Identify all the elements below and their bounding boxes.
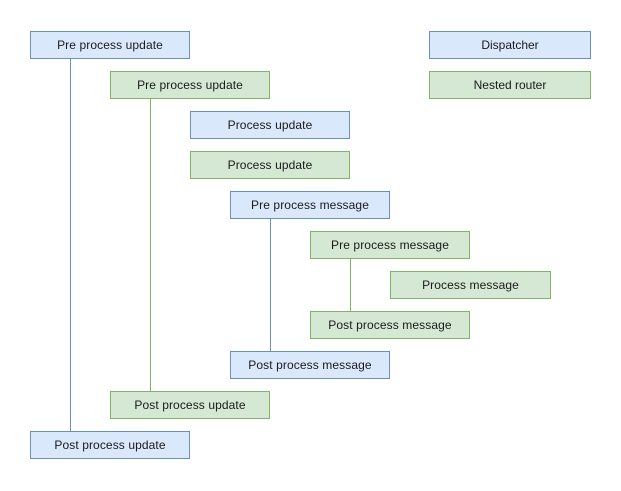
node-n9[interactable]: Post process message <box>230 351 390 379</box>
node-n11[interactable]: Post process update <box>30 431 190 459</box>
node-n1[interactable]: Pre process update <box>30 31 190 59</box>
legend-item-label: Dispatcher <box>481 38 539 52</box>
connector-n6-to-n8 <box>350 259 351 311</box>
node-n3[interactable]: Process update <box>190 111 350 139</box>
node-n7[interactable]: Process message <box>390 271 551 299</box>
node-n8[interactable]: Post process message <box>310 311 470 339</box>
node-n2[interactable]: Pre process update <box>110 71 270 99</box>
connector-n5-to-n9 <box>270 219 271 351</box>
connector-n2-to-n10 <box>150 99 151 391</box>
node-label: Post process update <box>134 398 246 412</box>
legend-item-label: Nested router <box>473 78 547 92</box>
node-label: Post process update <box>54 438 166 452</box>
node-label: Pre process update <box>57 38 163 52</box>
connector-n1-to-n11 <box>70 59 71 431</box>
node-label: Pre process message <box>331 238 449 252</box>
node-n4[interactable]: Process update <box>190 151 350 179</box>
node-n6[interactable]: Pre process message <box>310 231 470 259</box>
legend-item-nested-router[interactable]: Nested router <box>429 71 591 99</box>
node-label: Process update <box>227 118 313 132</box>
node-label: Process message <box>422 278 519 292</box>
node-label: Process update <box>227 158 313 172</box>
node-label: Pre process update <box>137 78 243 92</box>
node-label: Post process message <box>328 318 452 332</box>
legend-item-dispatcher[interactable]: Dispatcher <box>429 31 591 59</box>
node-n5[interactable]: Pre process message <box>230 191 390 219</box>
node-label: Post process message <box>248 358 372 372</box>
node-n10[interactable]: Post process update <box>110 391 270 419</box>
node-label: Pre process message <box>251 198 369 212</box>
